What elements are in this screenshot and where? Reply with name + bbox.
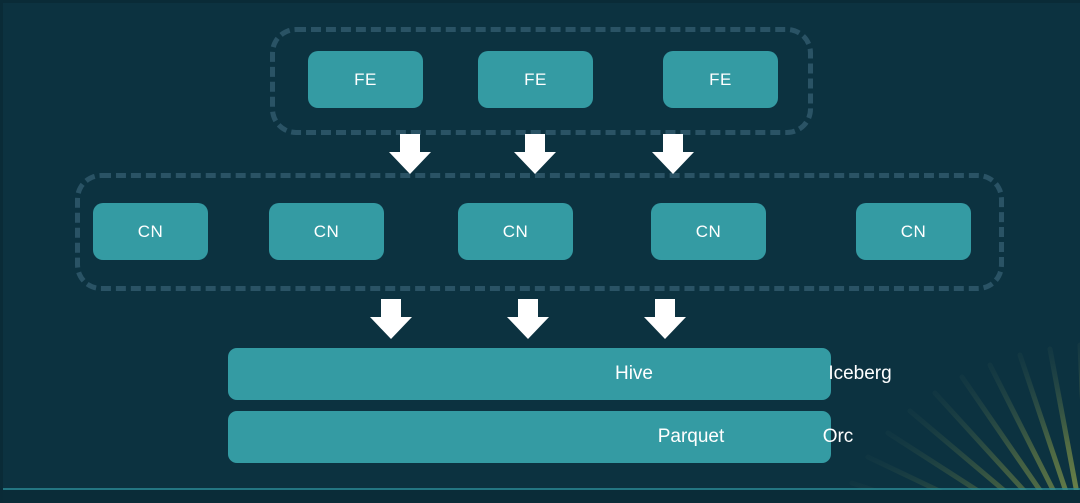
fe-node-2[interactable]: FE <box>478 51 593 108</box>
arrow-cn-to-storage-2 <box>507 299 549 339</box>
fe-node-3[interactable]: FE <box>663 51 778 108</box>
cn-node-5[interactable]: CN <box>856 203 971 260</box>
cn-node-4[interactable]: CN <box>651 203 766 260</box>
frontend-group <box>270 27 813 135</box>
fe-node-label: FE <box>524 69 547 89</box>
cn-node-label: CN <box>502 221 529 241</box>
cn-node-label: CN <box>313 221 340 241</box>
table-format-hive-label: Hive <box>614 363 653 384</box>
cn-node-1[interactable]: CN <box>93 203 208 260</box>
file-format-bar[interactable]: Parquet Orc <box>228 411 853 463</box>
arrow-fe-to-cn-2 <box>514 134 556 174</box>
cn-node-label: CN <box>137 221 164 241</box>
file-format-orc-label: Orc <box>822 426 854 447</box>
bottom-edge-strip <box>3 490 1080 503</box>
arrow-fe-to-cn-1 <box>389 134 431 174</box>
compute-node-group <box>75 173 1004 291</box>
bottom-divider-line <box>3 488 1080 490</box>
file-format-parquet-label: Parquet <box>657 426 725 447</box>
palm-fan-decoration <box>790 313 1080 503</box>
table-format-iceberg-label: Iceberg <box>828 363 892 384</box>
cn-node-label: CN <box>900 221 927 241</box>
fe-node-1[interactable]: FE <box>308 51 423 108</box>
fe-node-label: FE <box>354 69 377 89</box>
cn-node-2[interactable]: CN <box>269 203 384 260</box>
cn-node-label: CN <box>695 221 722 241</box>
cn-node-3[interactable]: CN <box>458 203 573 260</box>
arrow-fe-to-cn-3 <box>652 134 694 174</box>
table-format-bar[interactable]: Hive Iceberg <box>228 348 892 400</box>
arrow-cn-to-storage-1 <box>370 299 412 339</box>
fe-node-label: FE <box>709 69 732 89</box>
arrow-cn-to-storage-3 <box>644 299 686 339</box>
